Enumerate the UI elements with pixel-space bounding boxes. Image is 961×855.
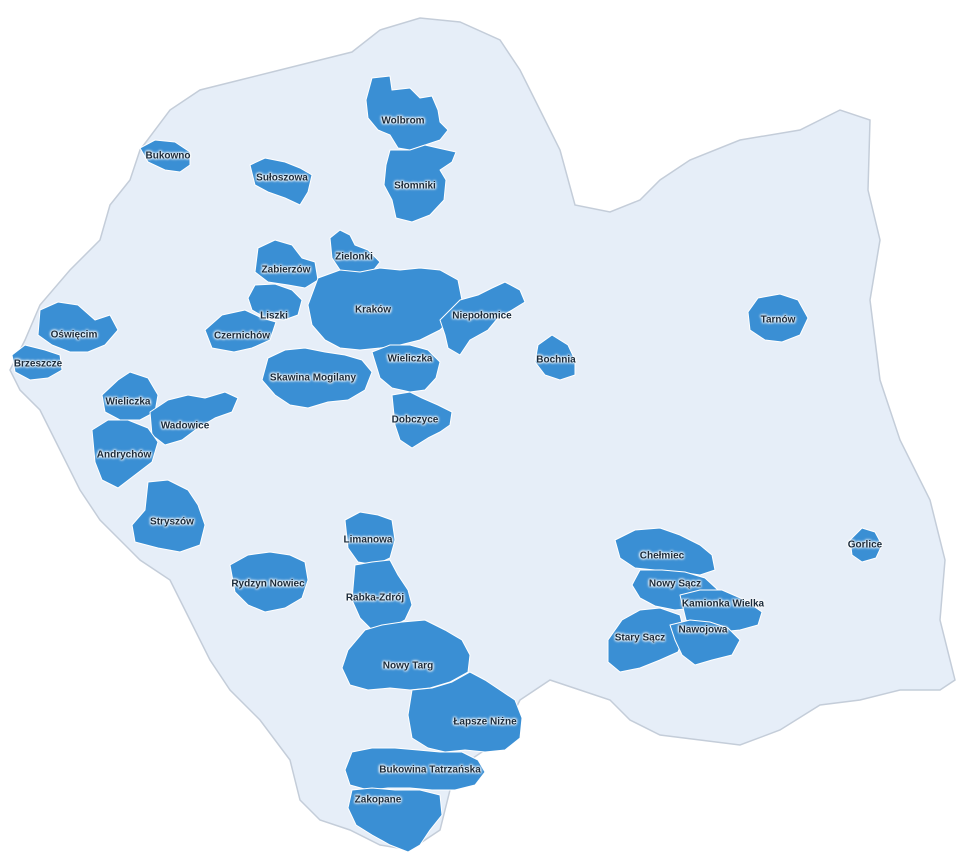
muni-rabka[interactable]: [351, 559, 413, 631]
label-stryszow: Stryszów: [150, 516, 194, 528]
label-zielonki: Zielonki: [335, 251, 373, 263]
muni-zielonki[interactable]: [329, 229, 381, 277]
muni-bukowina[interactable]: [344, 747, 486, 791]
muni-nawojowa[interactable]: [669, 619, 741, 666]
label-wieprz: Wieliczka: [105, 396, 151, 408]
muni-czernichow[interactable]: [204, 309, 277, 353]
label-skawina: Skawina Mogilany: [269, 372, 357, 384]
muni-oswiecim[interactable]: [37, 301, 119, 353]
label-rabka: Rabka-Zdrój: [345, 592, 405, 604]
label-chelmiec: Chełmiec: [639, 550, 685, 562]
muni-zakopane[interactable]: [347, 787, 443, 853]
label-wieliczka: Wieliczka: [387, 353, 433, 365]
label-wolbrom: Wolbrom: [381, 115, 425, 127]
label-kamionka: Kamionka Wielka: [681, 598, 765, 610]
label-zakopane: Zakopane: [354, 794, 402, 806]
muni-bochnia[interactable]: [534, 334, 576, 381]
label-wadowice: Wadowice: [160, 420, 210, 432]
label-bukowina: Bukowina Tatrzańska: [379, 764, 481, 776]
muni-tarnow[interactable]: [747, 293, 809, 343]
label-dobczyce: Dobczyce: [391, 414, 439, 426]
muni-suloszowa[interactable]: [249, 157, 313, 206]
muni-brzeszcze[interactable]: [11, 344, 63, 381]
muni-lapsze[interactable]: [407, 671, 523, 753]
muni-liszki[interactable]: [247, 283, 303, 321]
label-suloszowa: Sułoszowa: [256, 172, 308, 184]
muni-dobczyce[interactable]: [391, 391, 453, 449]
label-liszki: Liszki: [260, 310, 288, 322]
label-andrychow: Andrychów: [96, 449, 152, 461]
muni-gorlice[interactable]: [849, 527, 883, 563]
label-nawojowa: Nawojowa: [678, 624, 728, 636]
label-brzeszcze: Brzeszcze: [13, 358, 63, 370]
label-lapsze: Łapsze Niżne: [453, 716, 517, 728]
label-stary-sacz: Stary Sącz: [614, 632, 666, 644]
label-oswiecim: Oświęcim: [50, 329, 98, 341]
muni-niepolomice[interactable]: [439, 281, 526, 356]
muni-wadowice[interactable]: [149, 391, 239, 446]
label-rydzyn: Rydzyn Nowiec: [231, 578, 305, 590]
label-limanowa: Limanowa: [343, 534, 393, 546]
label-slomniki: Słomniki: [394, 180, 436, 192]
muni-stryszow[interactable]: [131, 479, 206, 553]
muni-bukowno[interactable]: [139, 139, 191, 173]
label-krakow: Kraków: [354, 304, 392, 316]
muni-rydzyn[interactable]: [229, 551, 309, 613]
label-gorlice: Gorlice: [847, 539, 883, 551]
label-tarnow: Tarnów: [760, 314, 796, 326]
label-czernichow: Czernichów: [213, 330, 271, 342]
label-bochnia: Bochnia: [536, 354, 576, 366]
label-zabierzow: Zabierzów: [261, 264, 311, 276]
muni-limanowa[interactable]: [344, 511, 396, 566]
label-niepolomice: Niepołomice: [452, 310, 512, 322]
muni-nowy-targ[interactable]: [341, 619, 471, 691]
label-nowy-sacz: Nowy Sącz: [648, 578, 702, 590]
muni-wolbrom[interactable]: [365, 75, 449, 151]
muni-wieliczka[interactable]: [371, 344, 441, 393]
muni-chelmiec[interactable]: [614, 527, 716, 576]
municipalities: [11, 75, 883, 853]
muni-slomniki[interactable]: [383, 144, 457, 223]
muni-wieprz[interactable]: [101, 371, 159, 421]
label-bukowno: Bukowno: [145, 150, 191, 162]
muni-skawina-mogilany[interactable]: [261, 347, 373, 409]
label-nowy-targ: Nowy Targ: [382, 660, 434, 672]
muni-andrychow[interactable]: [91, 419, 159, 489]
